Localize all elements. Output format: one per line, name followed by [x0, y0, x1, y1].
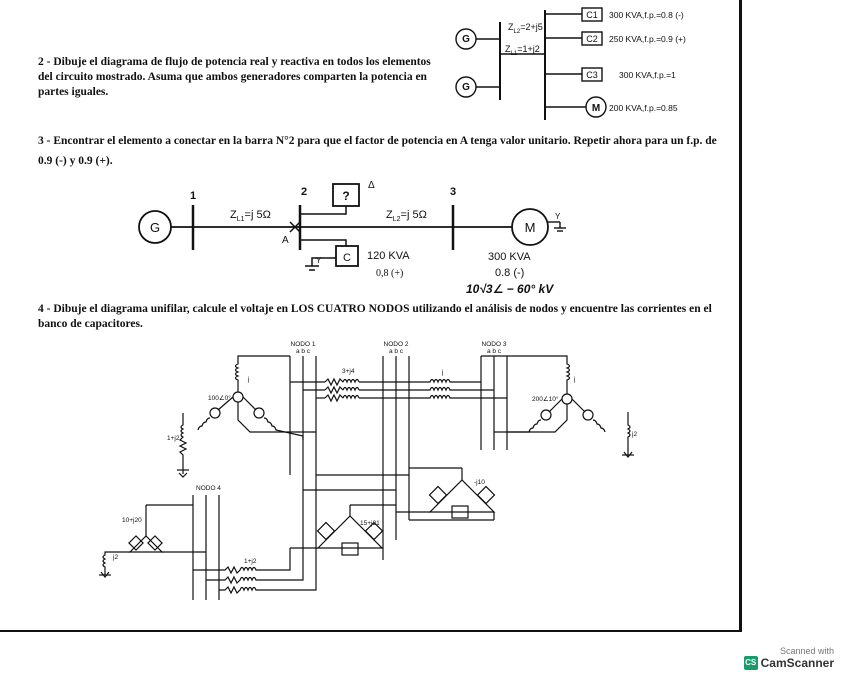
scanned-with-text: Scanned with	[779, 646, 834, 656]
camscanner-name: CamScanner	[760, 656, 834, 670]
motor-p2	[585, 96, 607, 118]
z-j-right: j	[573, 376, 575, 383]
c3-label: C3	[586, 70, 598, 80]
p3-gen-label: G	[150, 220, 160, 235]
zl1-label: ZL1=j 5Ω	[230, 209, 271, 223]
y-left-label: Y	[316, 256, 322, 265]
camscanner-logo-icon: CS	[743, 656, 758, 670]
z-1j2-bottom: 1+j2	[244, 558, 257, 565]
motor-kva: 300 KVA	[488, 251, 531, 263]
delta-label: Δ	[368, 180, 375, 191]
page-edge-bottom	[0, 630, 742, 632]
gen-1-label: G	[462, 34, 470, 45]
load-pf: 0,8 (+)	[376, 268, 403, 279]
problem-2-diagram	[455, 7, 607, 120]
c3-desc: 300 KVA,f.p.=1	[619, 70, 676, 80]
z-j-mid: j	[441, 369, 443, 376]
page-edge-right	[739, 0, 742, 632]
camscanner-watermark: Scanned with CS CamScanner	[743, 646, 834, 670]
zl2-label: ZL2=j 5Ω	[386, 209, 427, 223]
p3-motor-label: M	[525, 220, 536, 235]
load-c1	[581, 7, 603, 22]
c2-desc: 250 KVA,f.p.=0.9 (+)	[609, 34, 686, 44]
src-right: 200∠10°	[532, 395, 559, 403]
c1-label: C1	[586, 10, 598, 20]
m-label: M	[592, 103, 600, 114]
z-10j20: 10+j20	[122, 517, 142, 524]
nodo-1-abc: a b c	[296, 348, 311, 355]
z-1j2-left: 1+j2	[167, 435, 180, 442]
problem-3-diagram	[138, 183, 566, 271]
load-c-label: C	[343, 252, 351, 264]
unknown-label: ?	[342, 189, 349, 203]
m-desc: 200 KVA,f.p.=0.85	[609, 103, 678, 113]
unknown-element	[332, 183, 360, 207]
nodo-3-label: NODO 3	[482, 341, 507, 348]
nodo-2-abc: a b c	[389, 348, 404, 355]
nodo-2-label: NODO 2	[384, 341, 409, 348]
gen-2-label: G	[462, 82, 470, 93]
problem-3-text: 3 - Encontrar el elemento a conectar en …	[38, 135, 717, 167]
nodo-3-abc: a b c	[487, 348, 502, 355]
z11-label: ZL1=1+j2	[505, 44, 540, 57]
problem-2-text: 2 - Dibuje el diagrama de flujo de poten…	[38, 56, 431, 98]
nodo-1-label: NODO 1	[291, 341, 316, 348]
c2-label: C2	[586, 34, 598, 44]
motor-pf: 0.8 (-)	[495, 267, 524, 279]
voltage-label: 10√3∠ − 60° kV	[466, 282, 554, 296]
motor-p3	[511, 208, 549, 246]
z-3j4: 3+j4	[342, 368, 355, 375]
problem-4-diagram	[99, 355, 634, 600]
c1-desc: 300 KVA,f.p.=0.8 (-)	[609, 10, 684, 20]
src-left: 100∠0°	[208, 394, 231, 402]
load-c3	[581, 67, 603, 82]
load-c-box	[335, 245, 359, 267]
y-right-label: Y	[555, 212, 561, 221]
bus-1-label: 1	[190, 190, 196, 202]
bus-3-label: 3	[450, 186, 456, 198]
z12-label: ZL2=2+j5	[508, 22, 543, 35]
point-a-label: A	[282, 235, 289, 246]
z-15j21: 15+j21	[360, 520, 380, 527]
z-j2-right: j2	[631, 431, 637, 438]
load-c2	[581, 31, 603, 46]
z-j-left: j	[247, 376, 249, 383]
z-j2-n4: j2	[112, 554, 118, 561]
cap-label: -j10	[474, 479, 485, 486]
bus-2-label: 2	[301, 186, 307, 198]
nodo-4-label: NODO 4	[196, 485, 221, 492]
problem-4-text: 4 - Dibuje el diagrama unifilar, calcule…	[38, 303, 712, 330]
camscanner-brand: CS CamScanner	[743, 656, 834, 670]
load-kva: 120 KVA	[367, 250, 410, 262]
